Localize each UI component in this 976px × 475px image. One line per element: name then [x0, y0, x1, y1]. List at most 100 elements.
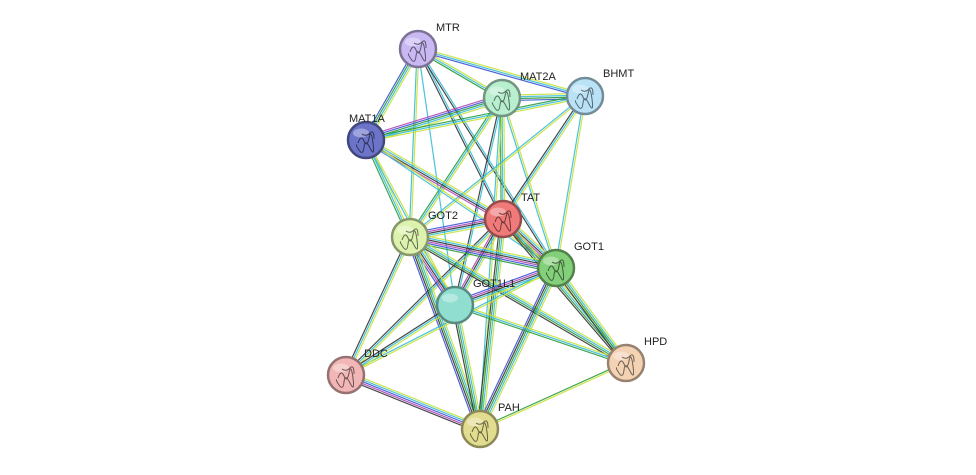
edge-line-blue: [417, 50, 585, 99]
node-highlight: [442, 293, 458, 303]
node-got2[interactable]: GOT2: [390, 210, 458, 257]
edge-line-cyan: [500, 98, 556, 269]
node-circle: [435, 285, 475, 325]
node-label: HPD: [644, 336, 667, 348]
edge-line-black: [416, 49, 556, 269]
node-highlight: [489, 86, 505, 96]
edge-line-black: [343, 235, 409, 375]
edge-line-purple: [345, 376, 480, 432]
edge-mtr-got2[interactable]: [408, 48, 420, 238]
edge-line-cyan: [366, 99, 503, 143]
node-mat2a[interactable]: MAT2A: [482, 71, 557, 118]
edge-got1l1-ddc[interactable]: [344, 302, 457, 378]
edge-line-yellow: [482, 269, 560, 431]
edge-got2-hpd[interactable]: [408, 234, 628, 366]
edge-line-yellow: [503, 96, 587, 221]
edge-bhmt-got1[interactable]: [554, 95, 587, 269]
edge-line-blue: [476, 266, 554, 428]
edge-line-cyan: [366, 138, 504, 219]
edge-line-black: [416, 49, 503, 220]
edge-hpd-pah[interactable]: [479, 361, 627, 431]
edge-line-yellow: [346, 306, 457, 378]
edge-line-green: [409, 237, 626, 365]
node-circle: [398, 29, 438, 69]
edge-line-yellow: [503, 97, 506, 219]
edge-got2-ddc[interactable]: [343, 235, 413, 377]
node-ddc[interactable]: DDC: [326, 348, 388, 395]
edge-line-black: [501, 94, 585, 219]
edge-line-black: [410, 235, 557, 268]
node-got1l1[interactable]: GOT1L1: [435, 278, 515, 325]
edge-bhmt-mat1a[interactable]: [365, 93, 586, 143]
edge-mtr-tat[interactable]: [416, 48, 505, 220]
edge-got1l1-hpd[interactable]: [454, 302, 627, 366]
edge-line-black: [553, 269, 625, 365]
edge-line-cyan: [502, 95, 586, 220]
edge-line-black: [344, 217, 503, 375]
node-circle: [483, 199, 523, 239]
protein-structure-icon: [399, 228, 419, 250]
node-label: GOT2: [428, 210, 458, 222]
edge-got1-pah[interactable]: [476, 266, 560, 431]
node-highlight: [353, 128, 369, 138]
edge-got2-pah[interactable]: [406, 235, 484, 431]
edge-mat2a-got2[interactable]: [407, 96, 505, 239]
node-label: TAT: [521, 192, 540, 204]
edge-line-blue: [406, 238, 478, 431]
edge-line-green: [478, 218, 503, 429]
node-label: MTR: [436, 22, 460, 34]
edge-mat2a-tat[interactable]: [499, 97, 506, 220]
edge-got1-hpd[interactable]: [553, 266, 629, 365]
edge-mtr-bhmt[interactable]: [417, 46, 586, 99]
node-bhmt[interactable]: BHMT: [565, 68, 634, 116]
node-mtr[interactable]: MTR: [398, 22, 460, 69]
node-hpd[interactable]: HPD: [606, 336, 667, 383]
node-tat[interactable]: TAT: [483, 192, 540, 239]
edge-line-yellow: [367, 137, 505, 218]
protein-structure-icon: [574, 87, 594, 109]
node-mat1a[interactable]: MAT1A: [346, 113, 386, 160]
edge-line-yellow: [556, 96, 587, 269]
edge-line-cyan: [418, 48, 505, 219]
edge-line-cyan: [408, 48, 418, 237]
node-highlight: [613, 351, 629, 361]
edge-line-cyan: [409, 97, 503, 238]
edge-line-cyan: [454, 304, 627, 364]
edge-line-blue: [345, 374, 481, 430]
edge-line-yellow: [457, 304, 484, 429]
node-label: GOT1L1: [473, 278, 515, 290]
edge-line-yellow: [366, 97, 586, 143]
edge-bhmt-tat[interactable]: [501, 94, 587, 221]
edge-line-black: [407, 237, 479, 430]
node-label: GOT1: [574, 241, 604, 253]
node-pah[interactable]: PAH: [460, 402, 520, 449]
edge-line-cyan: [481, 268, 559, 431]
edge-line-green: [408, 240, 556, 273]
edge-line-cyan: [411, 236, 483, 429]
edge-line-yellow: [347, 371, 482, 427]
edge-line-black: [500, 220, 625, 366]
edge-bhmt-got2[interactable]: [409, 94, 586, 239]
node-label: MAT2A: [520, 71, 557, 83]
node-label: BHMT: [603, 68, 634, 80]
node-label: MAT1A: [349, 113, 386, 125]
edge-got2-got1[interactable]: [408, 232, 558, 273]
edge-line-yellow: [412, 235, 484, 428]
edges-layer: [343, 46, 629, 433]
edge-got1l1-pah[interactable]: [451, 304, 484, 430]
node-got1[interactable]: GOT1: [536, 241, 604, 288]
edge-line-yellow: [418, 46, 586, 95]
protein-structure-icon: [545, 259, 565, 281]
edge-mat2a-mat1a[interactable]: [364, 93, 504, 145]
edge-line-yellow: [411, 98, 505, 239]
edge-line-green: [454, 306, 626, 366]
edge-line-green: [407, 96, 501, 237]
edge-ddc-pah[interactable]: [344, 371, 482, 433]
edge-line-yellow: [366, 100, 504, 145]
edge-line-cyan: [501, 97, 504, 220]
edge-line-cyan: [480, 219, 505, 430]
edge-line-cyan: [345, 304, 456, 376]
edge-line-cyan: [345, 218, 504, 376]
edge-line-green: [365, 93, 585, 139]
node-highlight: [397, 225, 413, 235]
